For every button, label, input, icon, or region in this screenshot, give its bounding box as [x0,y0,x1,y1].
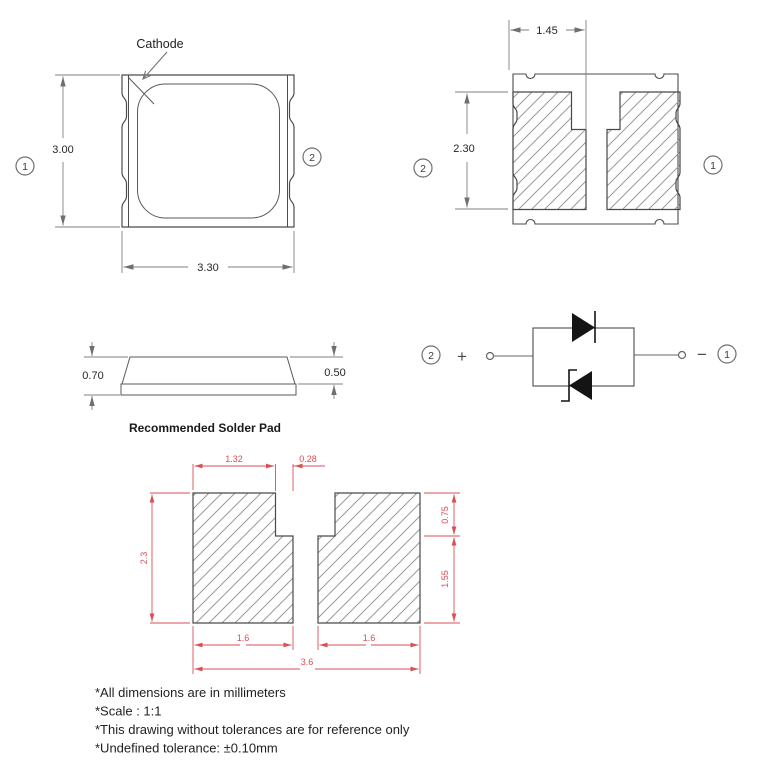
side-view-body-height-dim: 0.50 [324,367,345,379]
cathode-leader-arrow [143,51,168,79]
pin1-marker-num: 1 [22,161,28,173]
solder-pad-view: Recommended Solder Pad [129,421,460,674]
pin1-marker-circle [15,156,35,176]
pad-dim-notch-width: 0.28 [299,454,317,464]
solder-pad-title: Recommended Solder Pad [129,421,281,435]
zener-diode-cathode-bar [561,369,577,402]
side-view: 0.70 0.50 [82,342,346,410]
bottom-view-height-dim: 2.30 [453,143,474,155]
note-line-4: *Undefined tolerance: ±0.10mm [95,741,278,756]
minus-sign: − [697,345,707,364]
terminal-right [677,350,687,360]
pin1-marker-circle [703,155,723,175]
base-profile [120,383,297,396]
cathode-label: Cathode [136,37,183,51]
bottom-view-width-dim: 1.45 [536,25,557,37]
led-diode-triangle [572,313,595,342]
pad-dim-left-width: 1.32 [225,454,243,464]
pin2-marker-circle [302,147,322,167]
terminal-left [485,351,495,361]
pad-dim-height: 2.3 [139,552,149,565]
lens [137,83,280,219]
solder-pad-left [192,492,294,624]
body-profile [121,356,296,385]
pin2-marker-circle [421,345,441,365]
pin2-marker-circle [413,158,433,178]
note-line-3: *This drawing without tolerances are for… [95,722,410,737]
cathode-chamfer [127,76,155,105]
pin1-marker-circle [717,344,737,364]
note-line-1: *All dimensions are in millimeters [95,685,286,700]
pin2-marker-num: 2 [309,152,315,164]
side-view-total-height-dim: 0.70 [82,370,103,382]
cathode-pad [512,91,587,211]
circuit-diagram: 2 + − 1 [421,311,737,402]
pad-dim-lower-height: 1.55 [440,570,450,588]
notes-block: *All dimensions are in millimeters *Scal… [95,685,410,756]
solder-pad-right [317,492,421,624]
red-dim-lines [149,463,457,672]
pin2-marker-num: 2 [428,350,434,362]
pad-dim-pad1-width: 1.6 [237,633,250,643]
pin1-marker-num: 1 [710,160,716,172]
anode-pad [606,91,681,211]
pad-dim-pad2-width: 1.6 [363,633,376,643]
note-line-2: *Scale : 1:1 [95,704,162,719]
top-view-height-dim: 3.00 [52,144,73,156]
zener-diode-triangle [569,371,592,400]
plus-sign: + [457,347,467,366]
pin2-marker-num: 2 [420,163,426,175]
top-view-width-dim: 3.30 [197,262,218,274]
pad-dim-total-width: 3.6 [301,657,314,667]
pin1-marker-num: 1 [724,349,730,361]
top-view: Cathode 3.00 3.30 1 2 [15,37,322,274]
bottom-view: 1.45 2.30 2 1 [413,20,723,225]
pad-dim-notch-depth: 0.75 [440,506,450,524]
